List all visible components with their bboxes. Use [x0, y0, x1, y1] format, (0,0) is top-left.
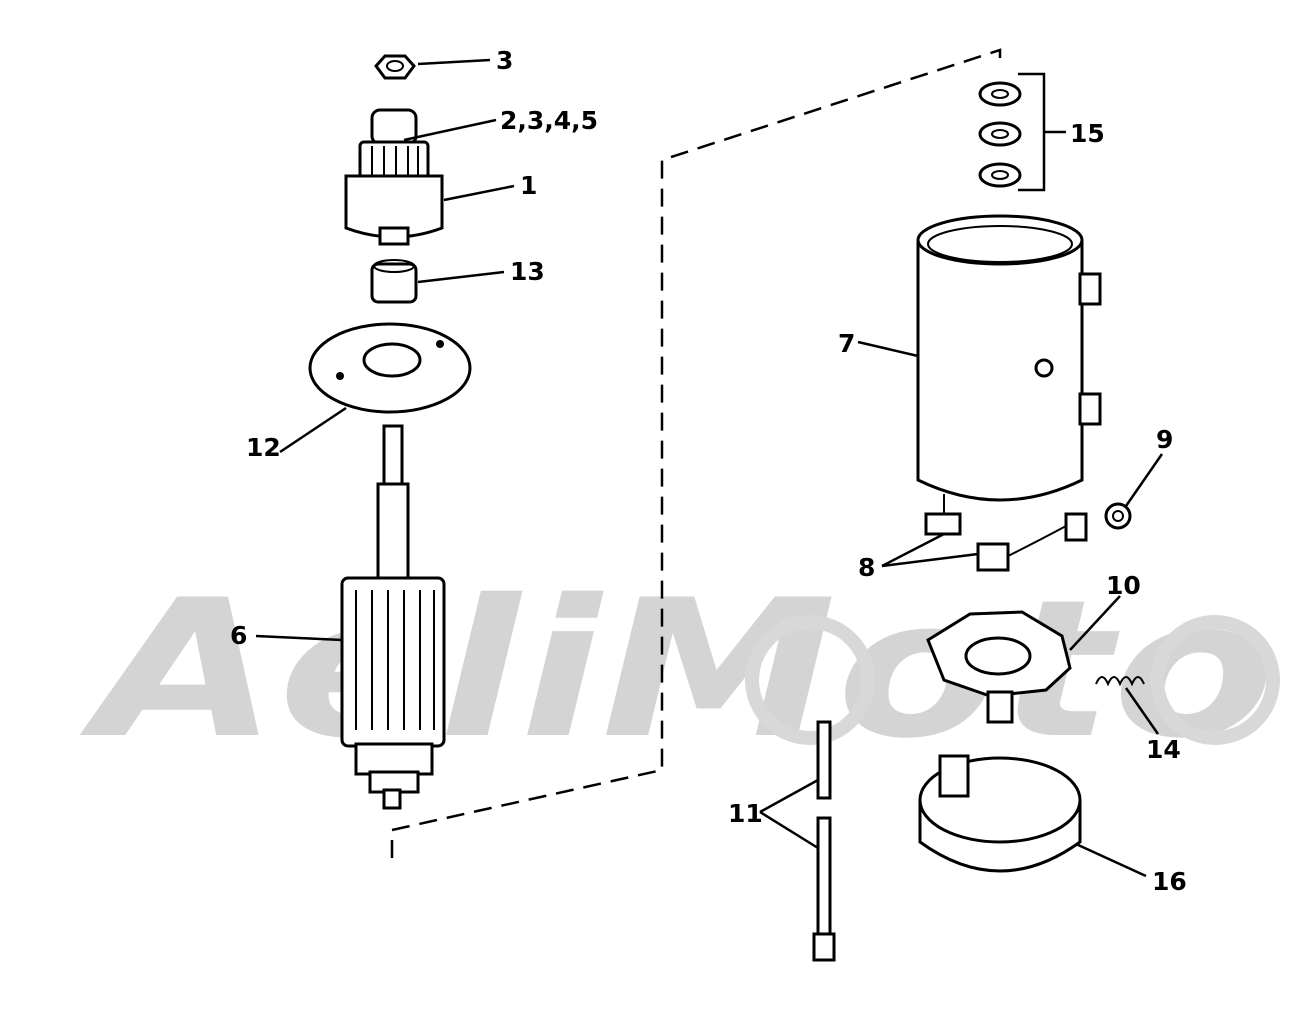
watermark: AeliMoto: [79, 559, 1280, 780]
part-brush-plate: [926, 610, 1072, 724]
part-terminal-nut: [1104, 502, 1132, 530]
part-brushes: [924, 494, 1088, 572]
callout-2-3-4-5: 2,3,4,5: [500, 106, 598, 135]
callout-6: 6: [230, 621, 247, 650]
watermark-text: AeliMoto: [79, 559, 1275, 780]
part-frame: [916, 214, 1102, 502]
callout-16: 16: [1152, 867, 1187, 896]
callout-9: 9: [1156, 425, 1173, 454]
leader-lines: [255, 58, 1164, 878]
callout-7: 7: [838, 329, 855, 358]
callout-labels: 3 2,3,4,5 1 13 12 6 15 7 9 8 10 14 11 16: [230, 46, 1187, 896]
callout-13: 13: [510, 257, 545, 286]
callout-12: 12: [246, 433, 281, 462]
watermark-wheel-right: [1150, 615, 1280, 745]
callout-10: 10: [1106, 571, 1141, 600]
part-through-bolts: [812, 720, 836, 962]
callout-15: 15: [1070, 119, 1105, 148]
part-end-plate: [308, 322, 472, 414]
callout-3: 3: [496, 46, 513, 75]
part-washers: [978, 72, 1066, 192]
callout-11: 11: [728, 799, 763, 828]
part-end-cap: [918, 754, 1082, 873]
assembly-guide-line: [390, 48, 1002, 858]
part-drive-assembly: [344, 108, 444, 246]
callout-14: 14: [1146, 735, 1181, 764]
part-nut: [374, 54, 416, 80]
part-spring: [1095, 676, 1145, 687]
part-armature: [340, 424, 446, 810]
callout-1: 1: [520, 171, 537, 200]
watermark-wheel-left: [745, 615, 875, 745]
callout-8: 8: [858, 553, 875, 582]
part-bushing: [370, 259, 418, 304]
